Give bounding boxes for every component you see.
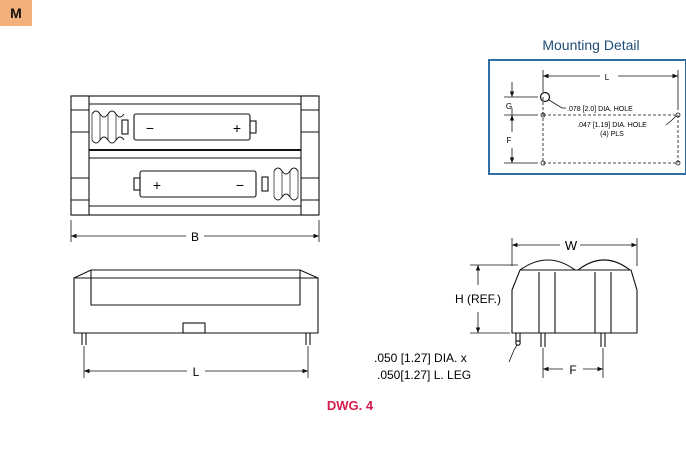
small-hole-icon [540, 160, 546, 166]
mount-dim-f-label: F [507, 136, 512, 145]
dim-f-label: F [569, 363, 576, 377]
large-hole-note: .078 [2.0] DIA. HOLE [567, 106, 633, 113]
drawing-letter-badge: M [0, 0, 32, 26]
mounting-detail-box [488, 59, 686, 175]
dim-h-label: H (REF.) [455, 292, 501, 306]
leg-note-line1: .050 [1.27] DIA. x [374, 351, 467, 365]
small-hole-qty-note: (4) PLS [600, 131, 624, 138]
mounting-detail-drawing [504, 70, 681, 166]
polarity-plus-label: + [233, 120, 241, 136]
mount-dim-l-label: L [605, 73, 610, 82]
large-hole-icon [539, 91, 551, 103]
end-view-drawing [511, 259, 638, 347]
polarity-minus-label: − [146, 120, 154, 136]
polarity-minus-label: − [236, 177, 244, 193]
small-hole-icon [675, 112, 681, 118]
dim-w-label: W [565, 238, 578, 253]
top-view-drawing [70, 95, 320, 216]
small-hole-note: .047 [1.19] DIA. HOLE [577, 122, 647, 129]
side-view-drawing [73, 269, 319, 345]
dim-b-label: B [191, 230, 199, 244]
mount-dim-g-label: G [506, 102, 512, 111]
mounting-detail-title: Mounting Detail [542, 37, 640, 53]
drawing-number-label: DWG. 4 [326, 398, 374, 413]
small-hole-icon [540, 112, 546, 118]
dim-l-label: L [193, 365, 200, 379]
polarity-plus-label: + [153, 177, 161, 193]
small-hole-icon [675, 160, 681, 166]
leg-note-line2: .050[1.27] L. LEG [377, 368, 471, 382]
